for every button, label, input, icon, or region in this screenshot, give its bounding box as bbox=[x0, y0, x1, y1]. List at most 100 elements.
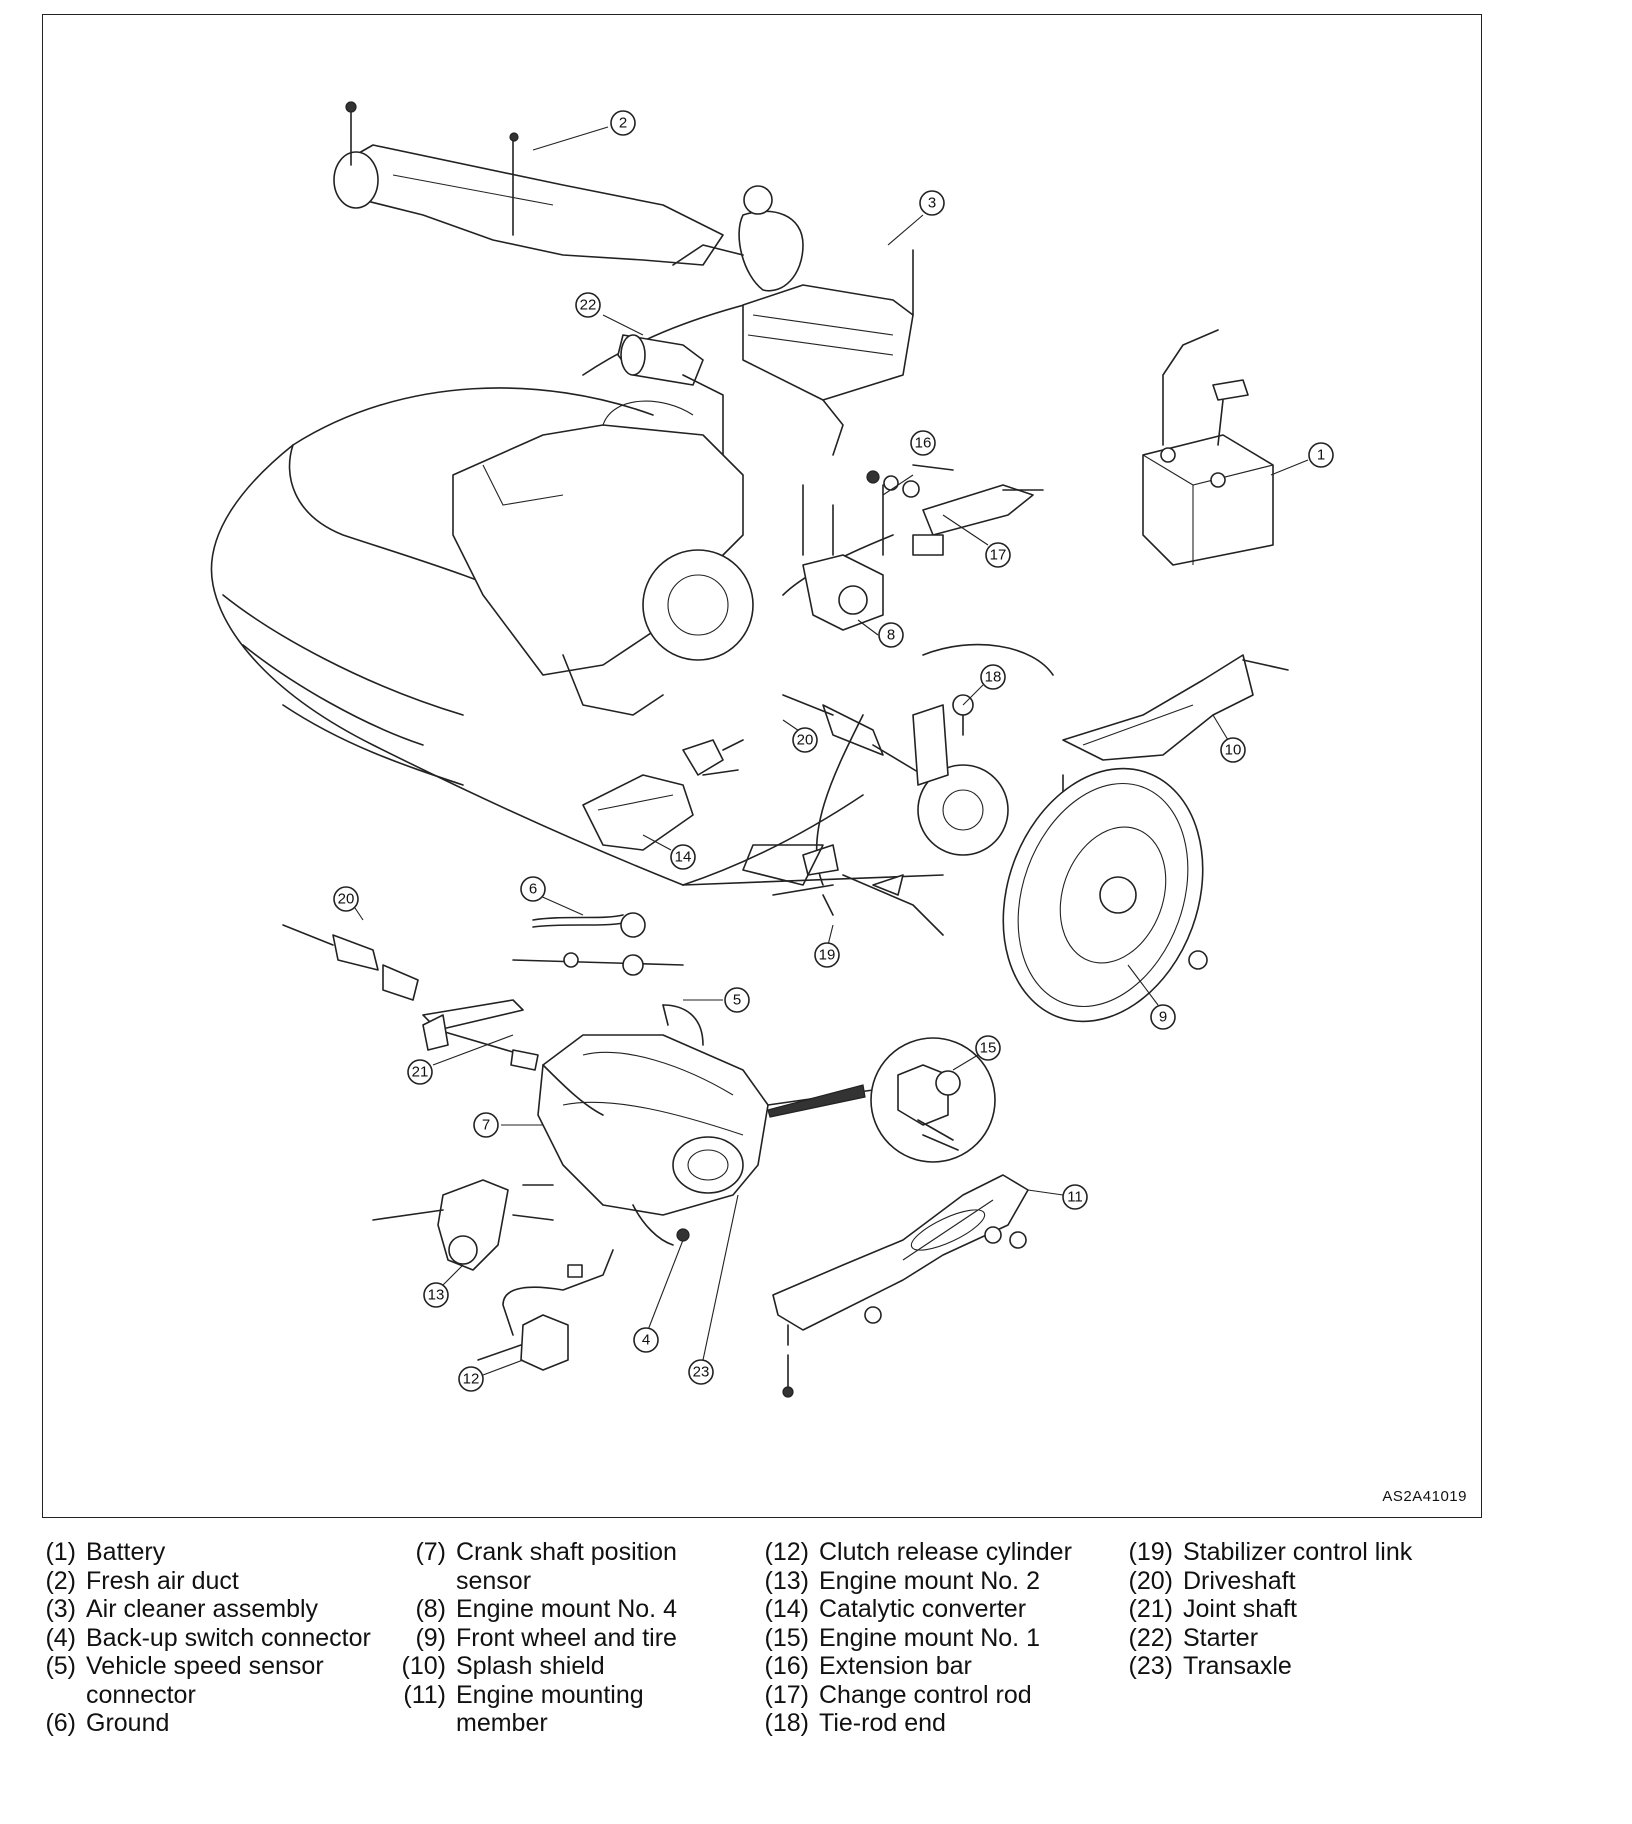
callout-6: 6 bbox=[520, 876, 546, 902]
svg-text:1: 1 bbox=[1317, 447, 1325, 464]
legend-item-number bbox=[394, 1709, 446, 1738]
legend-item-number bbox=[44, 1681, 76, 1710]
svg-text:16: 16 bbox=[915, 435, 932, 452]
legend-item-number: (8) bbox=[415, 1595, 446, 1623]
legend-item-label: Engine mount No. 2 bbox=[819, 1566, 1040, 1595]
legend-item: (17)Change control rod bbox=[757, 1681, 1072, 1710]
legend-item-number: (11) bbox=[403, 1680, 446, 1709]
legend-item-number: (14) bbox=[764, 1595, 809, 1623]
svg-text:2: 2 bbox=[619, 115, 627, 132]
legend-item: (11)Engine mounting bbox=[394, 1681, 677, 1710]
driveshaft-drawing bbox=[782, 643, 1054, 886]
legend-item: (19)Stabilizer control link bbox=[1121, 1538, 1413, 1567]
callout-20-right: 20 bbox=[792, 727, 818, 753]
legend-item-number: (22) bbox=[1128, 1623, 1173, 1652]
legend-item: (12) Clutch release cylinder bbox=[757, 1538, 1072, 1567]
legend-item-number bbox=[394, 1567, 446, 1596]
exploded-view-figure: 2 3 22 1 16 17 8 18 20 10 14 6 20 19 5 9… bbox=[42, 14, 1482, 1518]
legend-column-1: (1)Battery (2) Fresh air duct (3) Air clea… bbox=[44, 1538, 371, 1738]
legend-item-label: Engine mount No. 1 bbox=[819, 1623, 1040, 1652]
legend-item-label: Extension bar bbox=[819, 1652, 972, 1680]
legend-item-number: (1) bbox=[45, 1538, 76, 1566]
svg-text:7: 7 bbox=[482, 1117, 490, 1134]
legend-item-label: Tie-rod end bbox=[819, 1709, 946, 1737]
legend-item: (5)Vehicle speed sensor bbox=[44, 1652, 371, 1681]
svg-text:20: 20 bbox=[797, 732, 814, 749]
legend-item-number: (15) bbox=[764, 1623, 809, 1652]
svg-text:17: 17 bbox=[990, 547, 1007, 564]
legend-item-label: Ground bbox=[86, 1709, 170, 1737]
crankshaft-sensor-drawing bbox=[542, 1064, 604, 1116]
legend-item: (2) Fresh air duct bbox=[44, 1567, 371, 1596]
leader-lines bbox=[352, 126, 1309, 1376]
joint-shaft-drawing bbox=[422, 999, 539, 1071]
svg-text:20: 20 bbox=[338, 891, 355, 908]
svg-text:5: 5 bbox=[733, 992, 741, 1009]
legend-item-label: Joint shaft bbox=[1183, 1595, 1297, 1623]
fresh-air-duct-drawing bbox=[333, 101, 724, 266]
legend-item-label: Fresh air duct bbox=[86, 1566, 239, 1595]
legend-item: (16) Extension bar bbox=[757, 1652, 1072, 1681]
legend-item-label: Crank shaft position bbox=[456, 1538, 677, 1566]
legend-item-number: (20) bbox=[1128, 1566, 1173, 1595]
callout-4: 4 bbox=[633, 1327, 659, 1353]
legend-item-number: (3) bbox=[45, 1595, 76, 1623]
legend-item: (7) Crank shaft position bbox=[394, 1538, 677, 1567]
legend-item-number: (5) bbox=[45, 1652, 76, 1680]
legend-item-number: (2) bbox=[45, 1566, 76, 1595]
legend-column-2: (7)Crank shaft position sensor (8)Engine… bbox=[394, 1538, 677, 1738]
legend-item-label: connector bbox=[86, 1680, 196, 1709]
legend-item: (21) Joint shaft bbox=[1121, 1595, 1412, 1624]
callout-15: 15 bbox=[975, 1035, 1001, 1061]
parts-legend: (1)Battery (2) Fresh air duct (3) Air clea… bbox=[44, 1538, 1484, 1778]
svg-text:22: 22 bbox=[580, 297, 597, 314]
legend-item-label: Front wheel and tire bbox=[456, 1623, 677, 1652]
callout-20-left: 20 bbox=[333, 886, 359, 912]
legend-item-number: (21) bbox=[1128, 1595, 1173, 1623]
legend-item: (13) Engine mount No. 2 bbox=[757, 1567, 1072, 1596]
legend-item: (1)Battery bbox=[44, 1538, 371, 1567]
legend-item: sensor bbox=[394, 1567, 677, 1596]
callout-16: 16 bbox=[910, 430, 936, 456]
legend-item-number: (13) bbox=[764, 1566, 809, 1595]
svg-text:14: 14 bbox=[675, 849, 692, 866]
legend-item-number: (12) bbox=[764, 1538, 809, 1566]
callout-5: 5 bbox=[724, 987, 750, 1013]
svg-text:4: 4 bbox=[642, 1332, 650, 1349]
callout-14: 14 bbox=[670, 844, 696, 870]
legend-item: (9)Front wheel and tire bbox=[394, 1624, 677, 1653]
legend-item-number: (10) bbox=[401, 1652, 446, 1680]
engine-mount-1-inset-drawing bbox=[870, 1037, 996, 1163]
battery-drawing bbox=[1142, 329, 1274, 566]
callouts: 2 3 22 1 16 17 8 18 20 10 14 6 20 19 5 9… bbox=[333, 110, 1334, 1392]
svg-text:6: 6 bbox=[529, 881, 537, 898]
engine-mounting-member-drawing bbox=[772, 1174, 1029, 1398]
legend-item-label: Air cleaner assembly bbox=[86, 1595, 319, 1623]
legend-item: (23) Transaxle bbox=[1121, 1652, 1412, 1681]
legend-item-label: Stabilizer control link bbox=[1183, 1538, 1413, 1566]
svg-text:8: 8 bbox=[887, 627, 895, 644]
callout-10: 10 bbox=[1220, 737, 1246, 763]
svg-text:21: 21 bbox=[412, 1064, 429, 1081]
catalytic-converter-drawing bbox=[582, 739, 744, 851]
callout-1: 1 bbox=[1308, 442, 1334, 468]
legend-item: (20)Driveshaft bbox=[1121, 1567, 1412, 1596]
legend-item-label: Clutch release cylinder bbox=[819, 1538, 1072, 1566]
stabilizer-link-drawing bbox=[742, 844, 944, 936]
figure-code: AS2A41019 bbox=[1382, 1488, 1467, 1505]
legend-item-label: Splash shield bbox=[456, 1652, 605, 1680]
legend-item-number: (16) bbox=[764, 1652, 809, 1680]
legend-item-label: Transaxle bbox=[1183, 1652, 1292, 1680]
legend-item-number: (23) bbox=[1128, 1652, 1173, 1680]
legend-item: (14)Catalytic converter bbox=[757, 1595, 1072, 1624]
starter-drawing bbox=[617, 334, 724, 536]
legend-item-number: (7) bbox=[415, 1538, 446, 1566]
clutch-release-cylinder-drawing bbox=[477, 1249, 614, 1371]
svg-text:11: 11 bbox=[1067, 1189, 1083, 1206]
svg-text:15: 15 bbox=[980, 1040, 997, 1057]
legend-item-label: sensor bbox=[456, 1566, 532, 1595]
exploded-view-drawing: 2 3 22 1 16 17 8 18 20 10 14 6 20 19 5 9… bbox=[210, 101, 1334, 1398]
legend-item: (3) Air cleaner assembly bbox=[44, 1595, 371, 1624]
legend-item: connector bbox=[44, 1681, 371, 1710]
legend-item: (18)Tie-rod end bbox=[757, 1709, 1072, 1738]
